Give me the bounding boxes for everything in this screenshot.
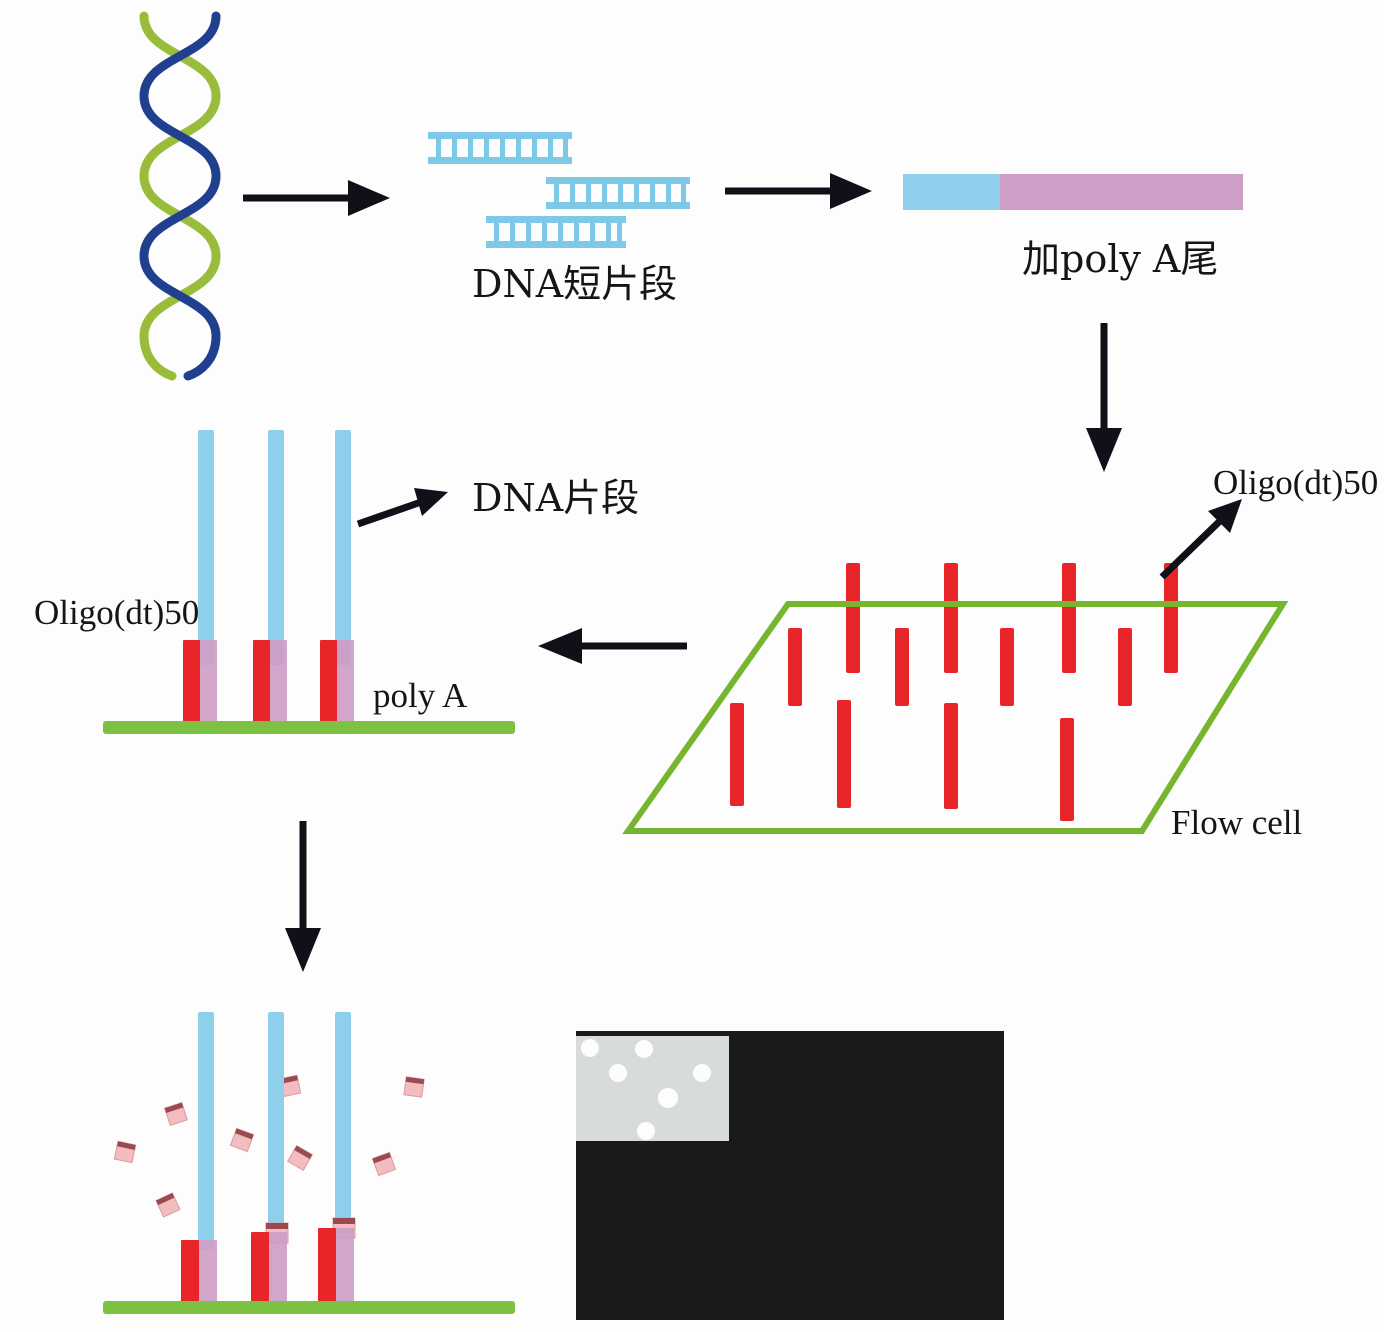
synthesis-surface-line xyxy=(103,1301,515,1314)
label-add-poly-a-tail: 加poly A尾 xyxy=(1022,237,1219,281)
polya-bars xyxy=(198,640,354,725)
label-dna-fragment: DNA片段 xyxy=(472,476,640,520)
arrow-polya-to-flowcell xyxy=(1086,323,1122,472)
dna-double-helix xyxy=(139,11,221,381)
fragment-1 xyxy=(428,132,572,164)
fluorescence-spots xyxy=(581,1039,711,1140)
label-oligo-dt50-right: Oligo(dt)50 xyxy=(1213,463,1379,502)
arrow-helix-to-fragments xyxy=(243,180,390,216)
label-poly-a: poly A xyxy=(373,676,468,715)
synthesis-polya-bars xyxy=(198,1228,354,1305)
fragment-3 xyxy=(486,216,626,248)
helix-strand-green xyxy=(139,11,221,381)
imaging-panel xyxy=(576,1031,1004,1320)
flowcell-surface-outline xyxy=(622,601,1289,834)
label-oligo-dt50-left: Oligo(dt)50 xyxy=(34,593,200,632)
flowcell-surface-line xyxy=(103,721,515,734)
hybridized-dna-fragments xyxy=(198,430,351,665)
flowcell-front-row-bars xyxy=(730,700,1074,821)
flowcell-back-row-bars xyxy=(788,563,1178,706)
arrow-hybridization-to-synthesis xyxy=(285,821,321,972)
fragment-2 xyxy=(546,177,690,209)
synthesis-oligo-bars xyxy=(181,1228,336,1305)
flow-cell xyxy=(622,563,1289,834)
label-flow-cell: Flow cell xyxy=(1171,803,1303,842)
polya-tailed-fragment xyxy=(903,174,1243,210)
synthesis-dna-fragments xyxy=(198,1012,351,1250)
fragment-blue-segment xyxy=(903,174,1000,210)
synthesis-diagram xyxy=(103,1012,515,1314)
arrow-pointer-dna-fragment xyxy=(356,488,448,528)
polya-pink-segment xyxy=(1000,174,1243,210)
hybridization-diagram xyxy=(103,430,515,734)
arrow-fragments-to-polya xyxy=(725,173,872,209)
arrow-pointer-oligo-dt50 xyxy=(1159,499,1242,580)
arrow-flowcell-to-hybridization xyxy=(538,628,687,664)
helix-strand-blue xyxy=(139,11,221,381)
oligo-dt50-bars xyxy=(183,640,337,725)
label-dna-short-fragments: DNA短片段 xyxy=(472,262,678,306)
labelled-nucleotides xyxy=(113,1074,425,1218)
dna-short-fragments xyxy=(428,132,690,248)
imaging-panel-inset xyxy=(576,1036,729,1141)
